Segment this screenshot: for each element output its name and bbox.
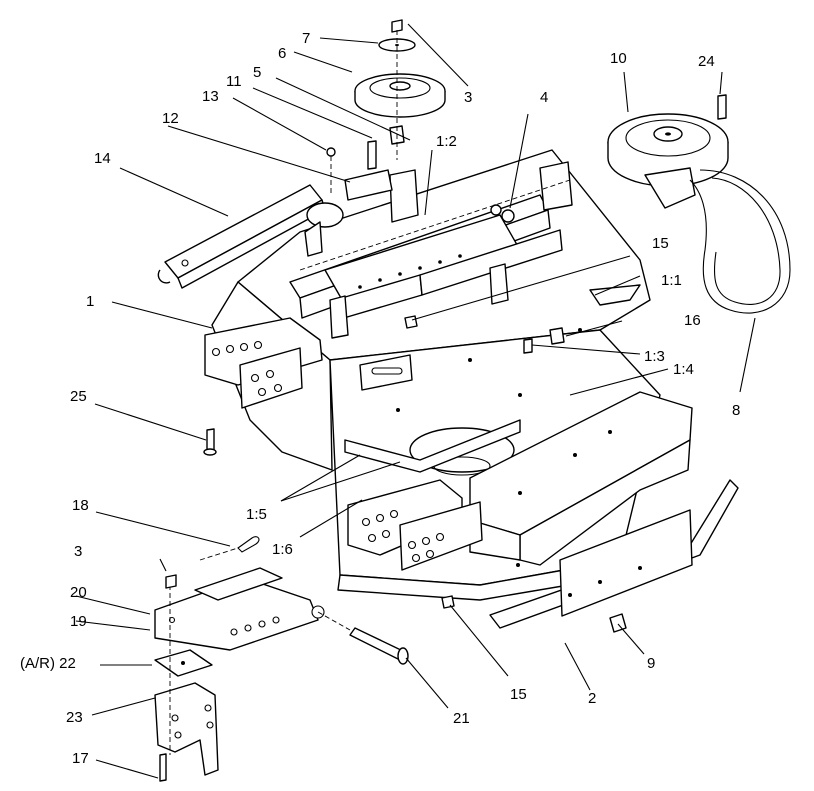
callout-1-6: 1:6 [272, 541, 293, 558]
callout-14: 14 [94, 150, 111, 167]
bracket-assembly [326, 140, 393, 201]
callout-2: 2 [588, 690, 596, 707]
callout-8: 8 [732, 402, 740, 419]
callout-23: 23 [66, 709, 83, 726]
callout-11: 11 [226, 73, 242, 90]
hitch-bracket [154, 567, 325, 651]
callout-3-top: 3 [464, 89, 472, 106]
nut-15-upper [404, 315, 418, 329]
callout-21: 21 [453, 710, 470, 727]
leader-lines [75, 23, 756, 779]
drive-belt [689, 169, 791, 314]
left-front-mount-plate [347, 479, 483, 571]
callout-12: 12 [162, 110, 179, 127]
callout-24: 24 [698, 53, 715, 70]
callout-5: 5 [253, 64, 261, 81]
callout-3-bottom: 3 [74, 543, 82, 560]
callout-19: 19 [70, 613, 87, 630]
shim-plate [154, 649, 213, 677]
callout-22: (A/R) 22 [20, 655, 76, 672]
callout-1: 1 [86, 293, 94, 310]
bumper-rail [489, 479, 739, 633]
callout-15-lower: 15 [510, 686, 527, 703]
callout-18: 18 [72, 497, 89, 514]
callout-6: 6 [278, 45, 286, 62]
pto-clutch-pulley [607, 94, 729, 209]
bolt-1-3 [523, 338, 533, 354]
callout-16: 16 [684, 312, 701, 329]
bolt-16 [549, 327, 565, 345]
lift-arm [157, 184, 344, 289]
lower-mount-bracket [154, 585, 219, 782]
callout-9: 9 [647, 655, 655, 672]
callout-13: 13 [202, 88, 219, 105]
callout-1-1: 1:1 [661, 272, 682, 289]
nuts-3-4 [490, 204, 515, 223]
left-rear-mount-plate [204, 317, 323, 409]
callout-10: 10 [610, 50, 627, 67]
cotter-pin [199, 536, 260, 561]
callout-17: 17 [72, 750, 89, 767]
bolt-25 [203, 428, 217, 456]
callout-1-3: 1:3 [644, 348, 665, 365]
bolt-3-lower [165, 574, 177, 589]
callout-1-2: 1:2 [436, 133, 457, 150]
hitch-pin [317, 611, 409, 665]
callout-7: 7 [302, 30, 310, 47]
callout-1-5: 1:5 [246, 506, 267, 523]
callout-25: 25 [70, 388, 87, 405]
callout-labels: 1 1:1 1:2 1:3 1:4 1:5 1:6 2 3 3 4 5 6 7 … [20, 30, 740, 767]
callout-20: 20 [70, 584, 87, 601]
height-adjust-bar [289, 161, 573, 339]
callout-15-upper: 15 [652, 235, 669, 252]
nut-15-lower [441, 595, 455, 609]
callout-1-4: 1:4 [673, 361, 694, 378]
idler-pulley-stack [354, 19, 446, 160]
callout-4: 4 [540, 89, 548, 106]
